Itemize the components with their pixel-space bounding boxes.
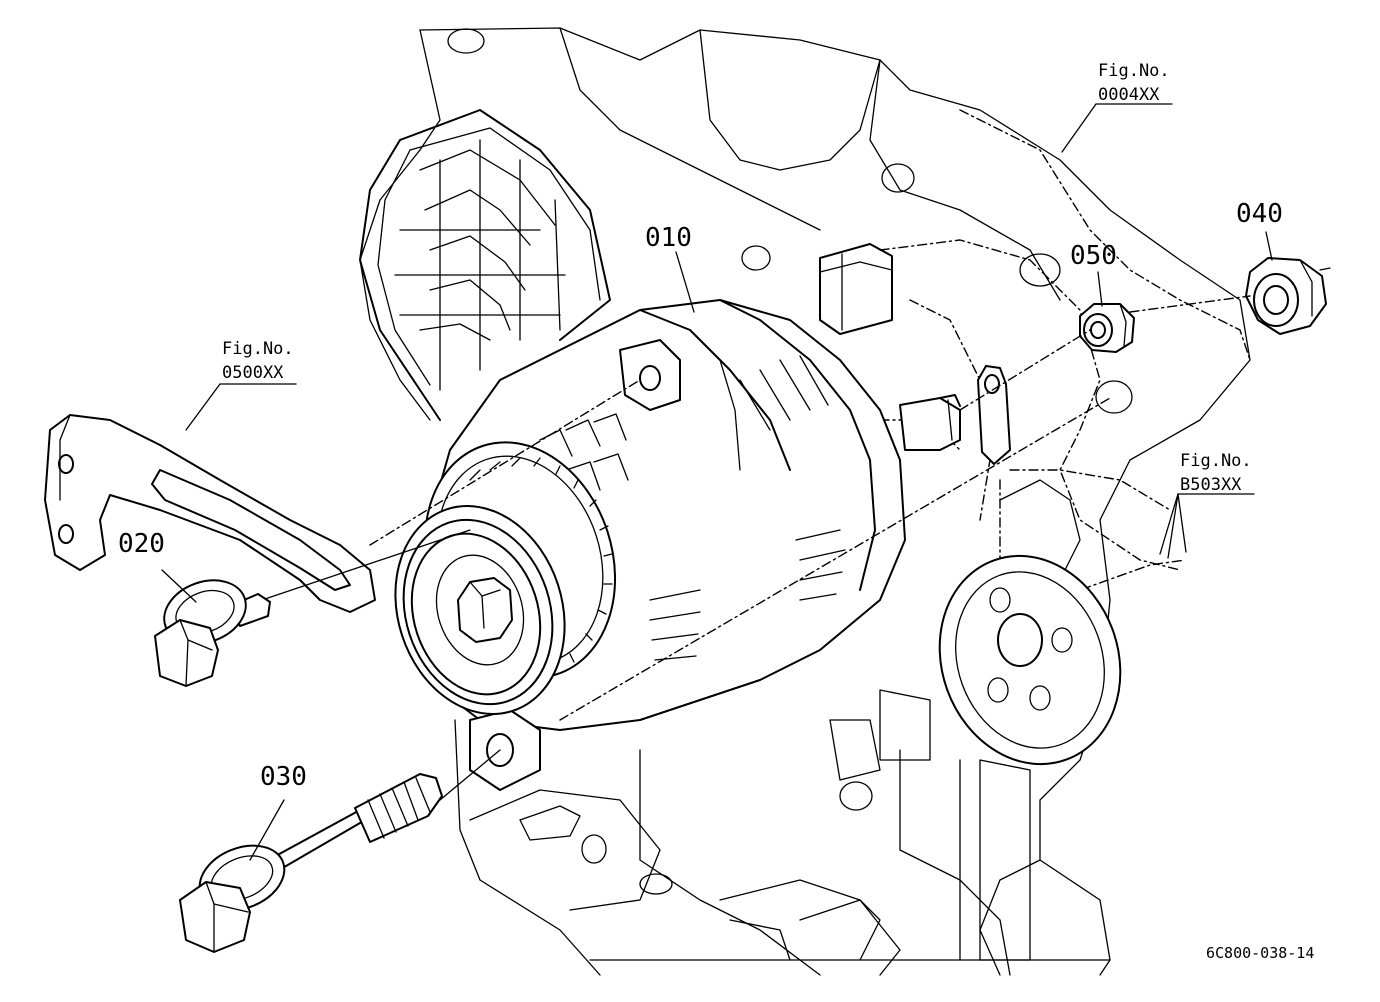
adjusting-bracket bbox=[44, 414, 376, 613]
drawing-code: 6C800-038-14 bbox=[1206, 944, 1314, 962]
callout-050: 050 bbox=[1070, 241, 1117, 271]
fig-ref-0500-label: Fig.No. bbox=[222, 339, 294, 359]
fig-ref-b503-label: Fig.No. bbox=[1180, 451, 1252, 471]
fig-ref-0004-number: 0004XX bbox=[1098, 85, 1160, 105]
wiring-connector bbox=[819, 243, 893, 335]
cooling-fan-grille bbox=[359, 109, 611, 421]
water-pump-flange bbox=[938, 554, 1122, 766]
terminal-lug bbox=[977, 365, 1011, 465]
bolt-030 bbox=[179, 749, 501, 953]
nut-050 bbox=[1079, 303, 1135, 353]
callout-020: 020 bbox=[118, 529, 165, 559]
callout-040: 040 bbox=[1236, 199, 1283, 229]
fig-ref-0004-label: Fig.No. bbox=[1098, 61, 1170, 81]
bolt-020 bbox=[154, 529, 471, 687]
fig-ref-b503-number: B503XX bbox=[1180, 475, 1242, 495]
callout-030: 030 bbox=[260, 762, 307, 792]
assembly-axis-lines bbox=[369, 295, 1251, 721]
fig-ref-0500-number: 0500XX bbox=[222, 363, 284, 383]
callout-010: 010 bbox=[645, 223, 692, 253]
alternator-assembly bbox=[394, 299, 961, 791]
engine-cover-dashed-outline bbox=[879, 109, 1251, 591]
nut-040 bbox=[1245, 257, 1331, 335]
engine-block-outline bbox=[359, 27, 1251, 976]
leader-lines bbox=[161, 103, 1273, 861]
